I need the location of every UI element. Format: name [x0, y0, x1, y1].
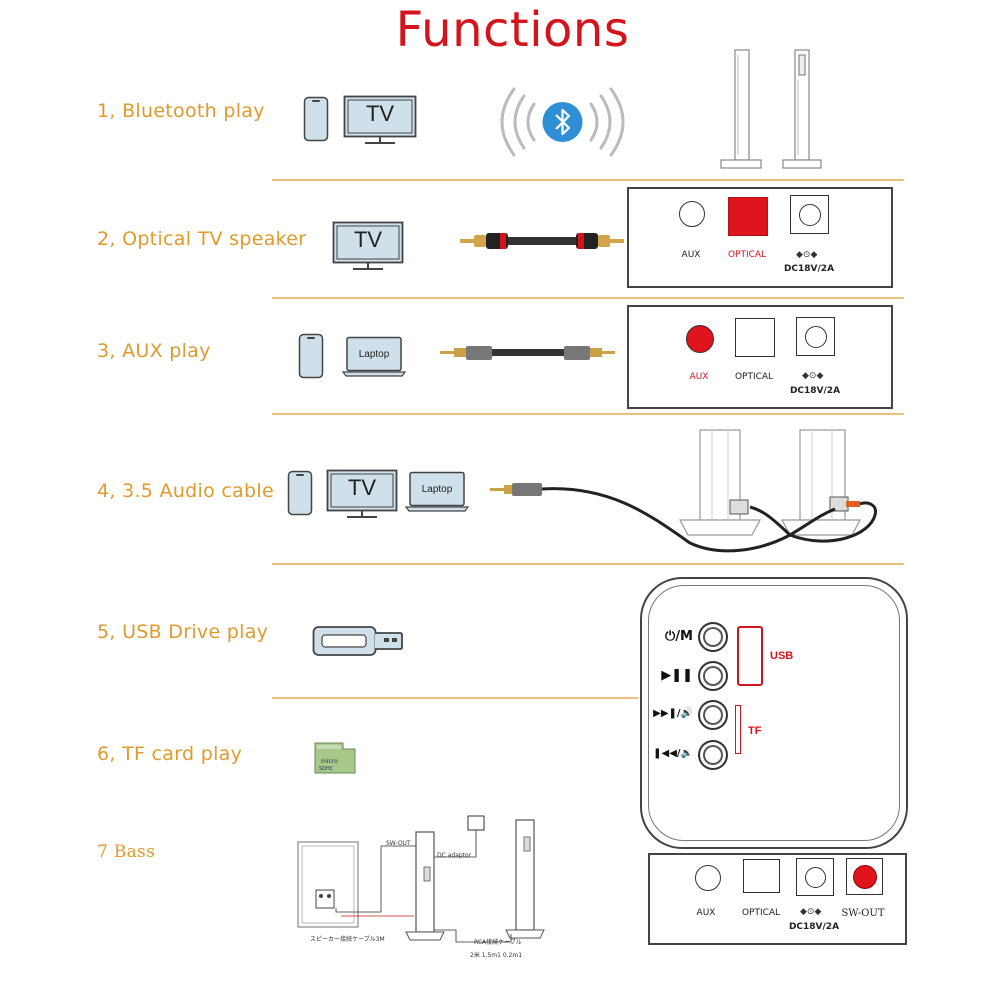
- dc-port: [796, 858, 834, 896]
- divider: [272, 697, 638, 699]
- optical-port-active: [728, 197, 768, 236]
- laptop-label: Laptop: [421, 484, 453, 495]
- dc-label: DC18V/2A: [789, 386, 841, 396]
- dc-port: [796, 317, 835, 356]
- optical-cable-icon: [460, 233, 624, 249]
- dc-label: DC18V/2A: [783, 264, 835, 274]
- soundbar-speakers-icon: [720, 49, 822, 169]
- dc-label: DC18V/2A: [788, 922, 840, 932]
- tv-label: TV: [353, 227, 383, 252]
- aux-label: AUX: [696, 908, 716, 918]
- laptop-label: Laptop: [358, 349, 390, 360]
- tv-label: TV: [347, 475, 377, 500]
- svg-text:micro: micro: [321, 758, 338, 765]
- control-panel: [640, 577, 908, 849]
- divider: [272, 179, 904, 181]
- optical-label: OPTICAL: [727, 250, 767, 260]
- aux-cable-icon: [440, 346, 615, 360]
- row-label-audio-cable: 4, 3.5 Audio cable: [97, 480, 274, 502]
- play-pause-button[interactable]: [698, 661, 728, 691]
- dc-port: [790, 195, 829, 234]
- optical-port: [743, 859, 780, 893]
- bass-rca-cable-label: RCA接続ケーブル: [474, 939, 522, 946]
- aux-port: [679, 201, 705, 227]
- phone-icon: [298, 333, 324, 379]
- prev-volume-label: ❚◀◀/🔉: [653, 748, 693, 759]
- next-volume-label: ▶▶❚/🔊: [653, 708, 693, 719]
- row-label-optical: 2, Optical TV speaker: [97, 228, 307, 250]
- tf-slot[interactable]: [735, 705, 741, 754]
- usb-label: USB: [770, 650, 794, 662]
- aux-label: AUX: [689, 372, 709, 382]
- divider: [272, 297, 904, 299]
- aux-port-active: [686, 325, 714, 353]
- dc-symbol-icon: ◆⊙◆: [802, 371, 824, 381]
- optical-label: OPTICAL: [741, 908, 781, 918]
- tf-label: TF: [748, 725, 762, 737]
- laptop-icon: [405, 471, 469, 512]
- power-mode-label: ⏻/M: [665, 629, 693, 644]
- phone-icon: [287, 470, 313, 516]
- next-volume-button[interactable]: [698, 700, 728, 730]
- tv-label: TV: [365, 101, 395, 126]
- audio-cable-speakers-illustration: [490, 429, 878, 553]
- row-label-bluetooth: 1, Bluetooth play: [97, 100, 265, 122]
- usb-drive-icon: [312, 626, 403, 656]
- sw-out-port: [846, 858, 883, 895]
- divider: [272, 413, 904, 415]
- aux-port: [695, 865, 721, 891]
- row-label-bass: 7 Bass: [97, 842, 156, 862]
- tf-card-icon: micro SDHC: [314, 742, 356, 774]
- aux-label: AUX: [681, 250, 701, 260]
- bass-speaker-cable-label: スピーカー接続ケーブル3M: [310, 936, 385, 943]
- bluetooth-icon: [500, 87, 625, 157]
- usb-slot[interactable]: [737, 626, 763, 686]
- row-label-aux: 3, AUX play: [97, 340, 211, 362]
- dc-symbol-icon: ◆⊙◆: [800, 907, 822, 917]
- laptop-icon: [342, 336, 406, 377]
- bass-sw-out-label: SW-OUT: [386, 840, 411, 847]
- prev-volume-button[interactable]: [698, 740, 728, 770]
- bass-spec-label: 2米 1.5m1 0.2m1: [470, 952, 523, 959]
- subwoofer-wiring-diagram: [297, 815, 545, 943]
- power-mode-button[interactable]: [698, 622, 728, 652]
- row-label-tf: 6, TF card play: [97, 743, 243, 765]
- dc-symbol-icon: ◆⊙◆: [796, 250, 818, 260]
- bass-dc-adaptor-label: DC adaptor: [437, 852, 472, 859]
- optical-label: OPTICAL: [734, 372, 774, 382]
- tv-icon: [343, 95, 417, 144]
- sw-out-label: SW-OUT: [841, 908, 885, 919]
- page-title: Functions: [395, 2, 630, 58]
- optical-port: [735, 318, 775, 357]
- phone-icon: [303, 96, 329, 142]
- play-pause-label: ▶❚❚: [661, 668, 693, 683]
- tv-icon: [332, 221, 404, 270]
- divider: [272, 563, 904, 565]
- svg-text:SDHC: SDHC: [319, 766, 334, 772]
- tv-icon: [326, 469, 398, 518]
- row-label-usb: 5, USB Drive play: [97, 621, 269, 643]
